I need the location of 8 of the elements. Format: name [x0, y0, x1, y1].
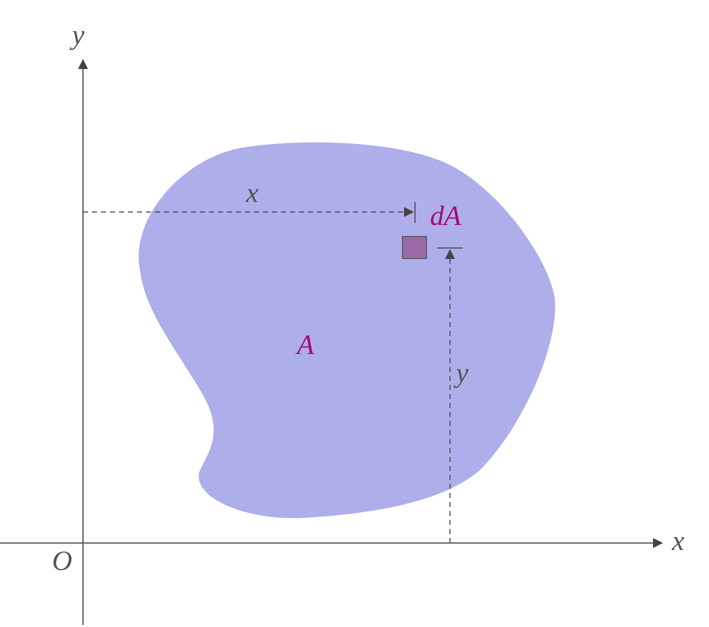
axis-label: x	[672, 528, 684, 556]
origin-label: O	[52, 548, 72, 576]
area-element	[402, 236, 427, 259]
element-label: dA	[430, 203, 462, 231]
dimension-label: y	[456, 360, 468, 388]
dimension-label: x	[246, 180, 258, 208]
area-label: A	[297, 332, 314, 360]
axis-label: y	[72, 22, 84, 50]
